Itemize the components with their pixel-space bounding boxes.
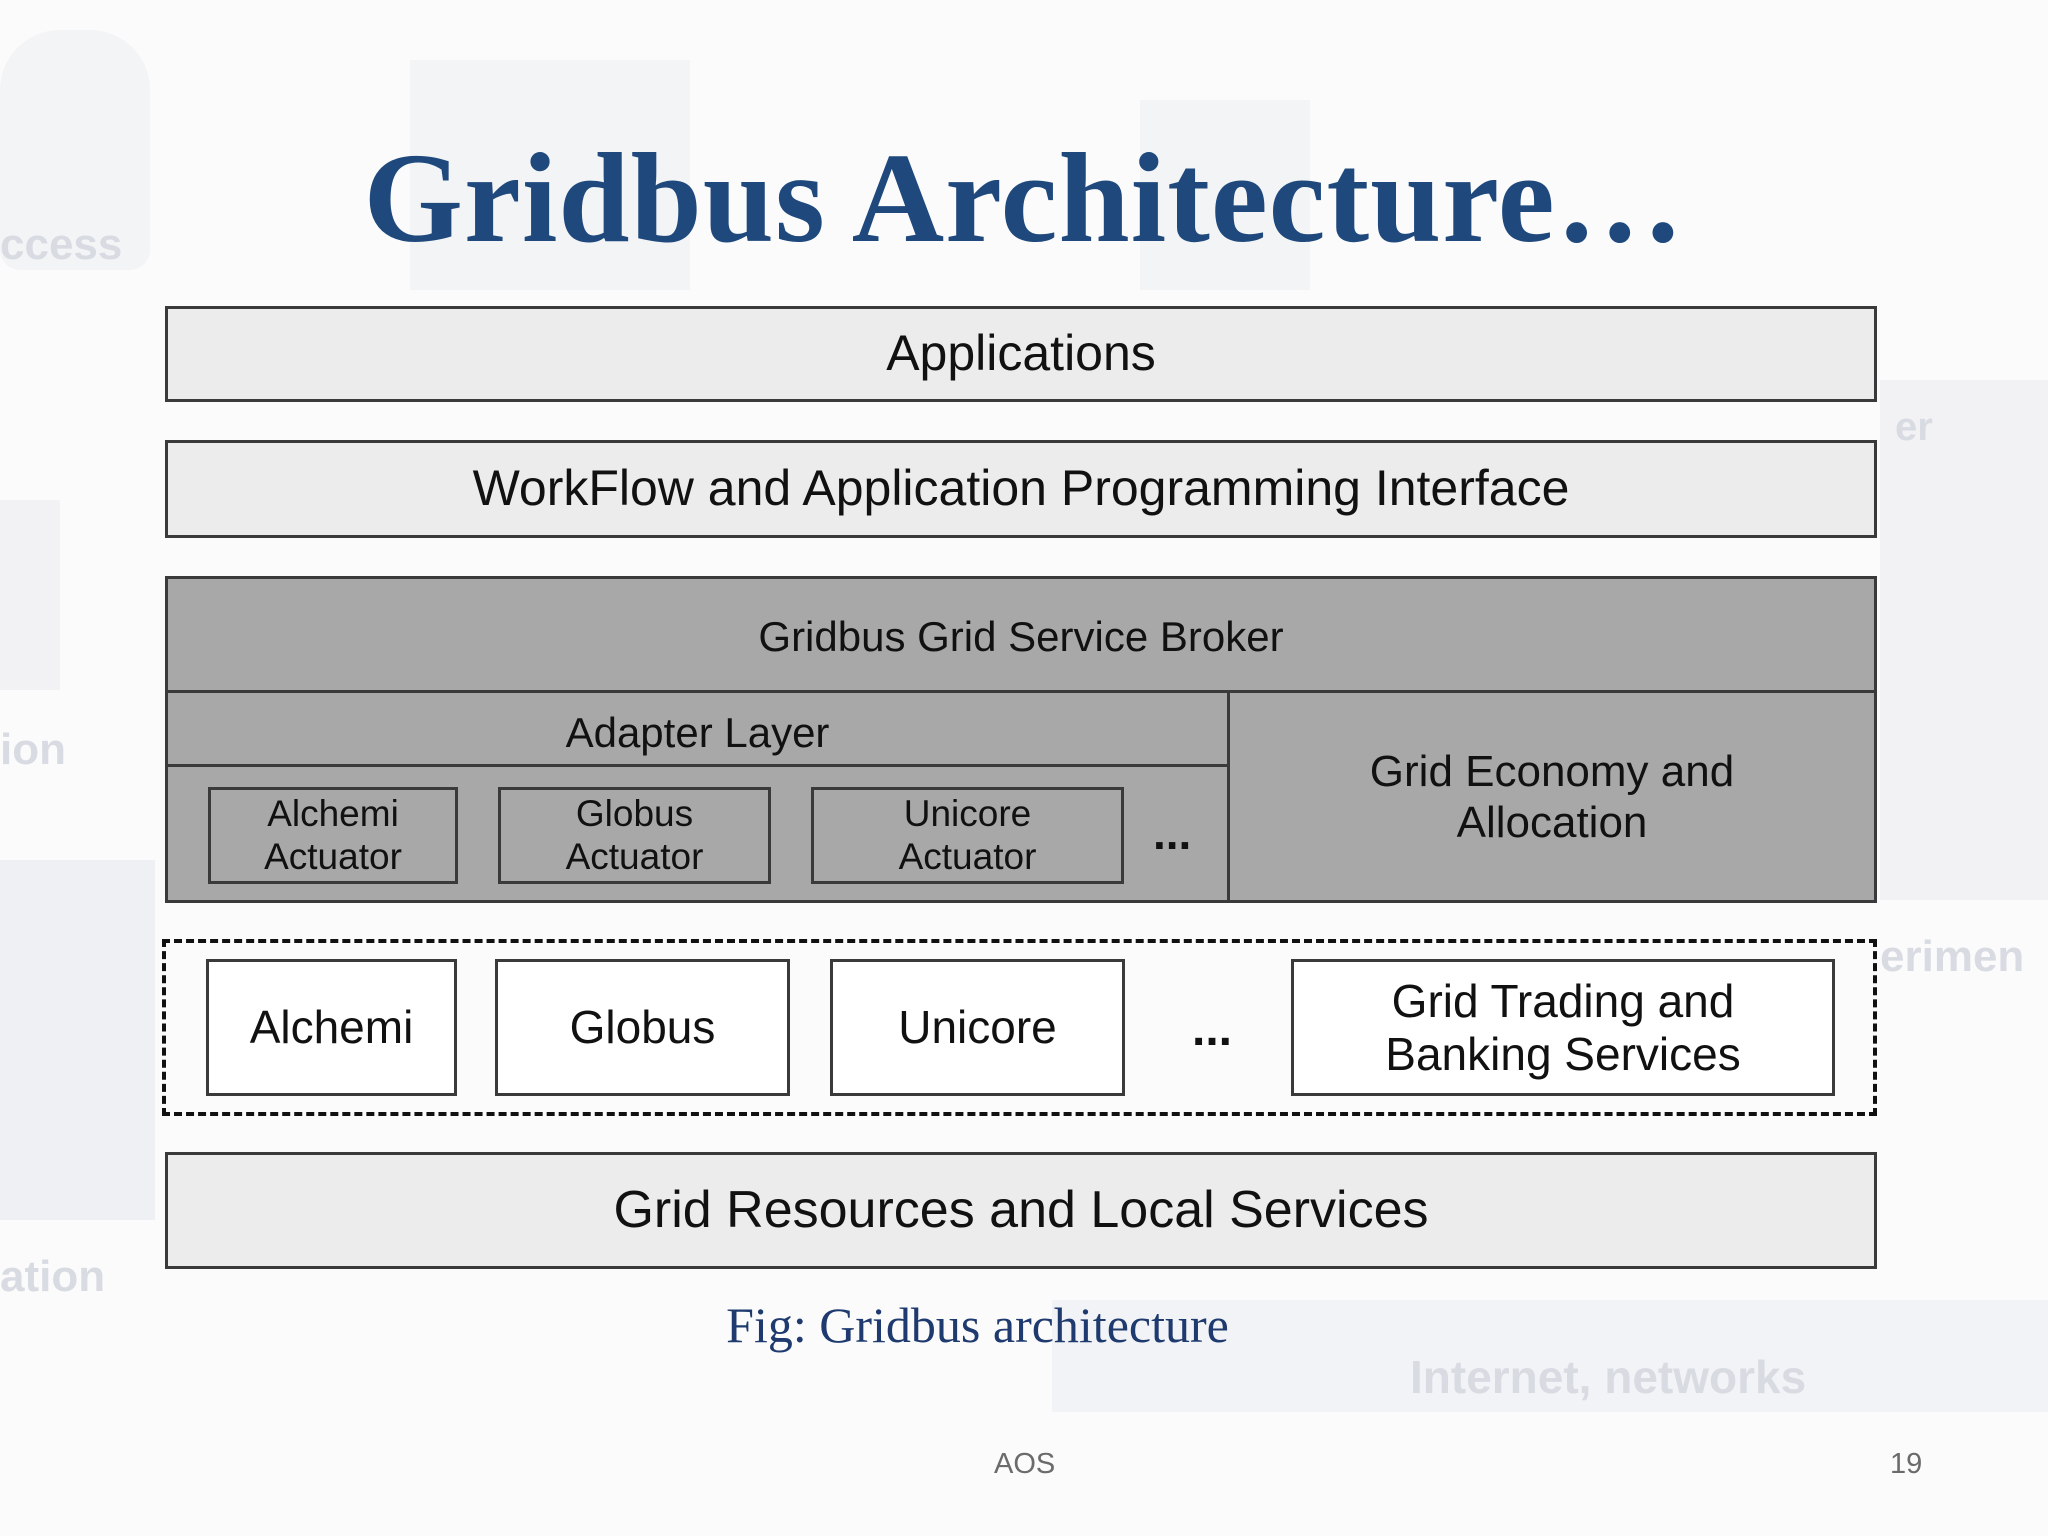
- footer-label: AOS: [994, 1448, 1056, 1480]
- adapter-divider-vertical: [1227, 690, 1230, 900]
- grid-resources-layer: Grid Resources and Local Services: [165, 1152, 1877, 1269]
- alchemi-middleware: Alchemi: [206, 959, 457, 1096]
- page-number: 19: [1890, 1448, 1923, 1480]
- applications-layer: Applications: [165, 306, 1877, 402]
- workflow-api-label: WorkFlow and Application Programming Int…: [472, 460, 1570, 517]
- background-server-left: [0, 500, 60, 690]
- background-network-panel: [1052, 1300, 2048, 1412]
- applications-label: Applications: [886, 325, 1156, 382]
- actuator-ellipsis: ...: [1153, 807, 1192, 859]
- broker-label: Gridbus Grid Service Broker: [758, 613, 1284, 660]
- background-text-ation: ation: [0, 1252, 106, 1301]
- background-text-experiment: erimen: [1880, 932, 2025, 981]
- broker-divider: [168, 690, 1874, 693]
- background-figure-left: [0, 30, 150, 270]
- alchemi-label: Alchemi: [249, 1001, 414, 1054]
- background-text-er: er: [1895, 405, 1933, 449]
- globus-label: Globus: [569, 1001, 716, 1054]
- middleware-group: [162, 939, 1877, 1116]
- figure-caption: Fig: Gridbus architecture: [726, 1297, 1229, 1353]
- background-building: [410, 60, 690, 290]
- slide-title: Gridbus Architecture…: [363, 127, 1685, 269]
- grid-resources-label: Grid Resources and Local Services: [613, 1180, 1429, 1239]
- background-panel-left: [0, 860, 155, 1220]
- middleware-ellipsis: ...: [1192, 1003, 1233, 1056]
- workflow-api-layer: WorkFlow and Application Programming Int…: [165, 440, 1877, 538]
- background-text-access: ccess: [0, 220, 123, 269]
- adapter-layer-label: Adapter Layer: [565, 709, 830, 756]
- background-text-internet: Internet, networks: [1410, 1351, 1807, 1403]
- background-tower: [1140, 100, 1310, 290]
- globus-middleware: Globus: [495, 959, 790, 1096]
- grid-service-broker: Gridbus Grid Service Broker Adapter Laye…: [165, 576, 1877, 903]
- background-text-ion: ion: [0, 725, 66, 774]
- unicore-label: Unicore: [898, 1001, 1057, 1054]
- unicore-middleware: Unicore: [830, 959, 1125, 1096]
- adapter-divider-horizontal: [168, 764, 1227, 767]
- background-panel-right: [1880, 380, 2048, 900]
